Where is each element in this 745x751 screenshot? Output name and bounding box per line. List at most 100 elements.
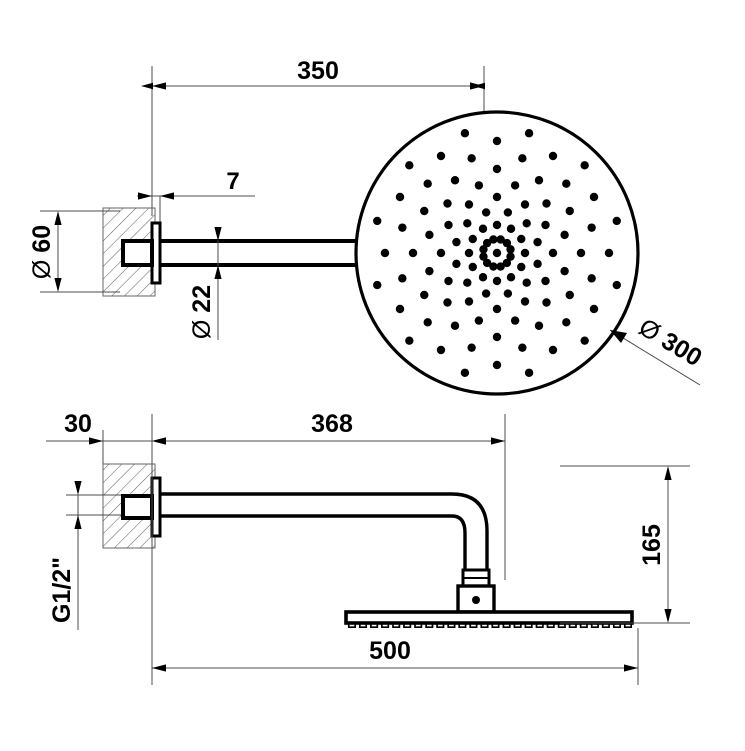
plate-nozzle-bump bbox=[502, 623, 511, 629]
nozzle-dot bbox=[604, 248, 614, 258]
nozzle-dot bbox=[589, 192, 599, 202]
plate-nozzle-bump bbox=[601, 623, 610, 629]
nozzle-dot bbox=[534, 176, 544, 185]
arrowhead bbox=[664, 609, 672, 623]
nozzle-dot bbox=[395, 304, 405, 314]
nozzle-dot bbox=[503, 289, 513, 298]
elbow-bend bbox=[160, 492, 489, 573]
arrowhead bbox=[54, 278, 62, 292]
nozzle-dot bbox=[548, 151, 558, 161]
dimension-label-7: 7 bbox=[226, 168, 239, 195]
nozzle-dot bbox=[576, 248, 586, 258]
nozzle-dot bbox=[548, 248, 558, 258]
nozzle-dot bbox=[517, 234, 526, 244]
arrowhead bbox=[470, 82, 484, 90]
nozzle-dot bbox=[423, 318, 432, 327]
arrowhead bbox=[152, 82, 166, 90]
nozzle-dot bbox=[517, 262, 526, 272]
nozzle-dot bbox=[380, 248, 390, 258]
plate-nozzle-bump bbox=[623, 623, 633, 629]
dimension-diameter-22: Ø 22 bbox=[188, 227, 222, 340]
nozzle-dot bbox=[496, 235, 505, 244]
diameter-symbol: Ø bbox=[188, 320, 216, 339]
nozzle-dot bbox=[482, 258, 492, 268]
nozzle-dot bbox=[506, 245, 515, 254]
plate-nozzle-bumps bbox=[347, 623, 633, 629]
nozzle-dot bbox=[468, 234, 477, 244]
nozzle-dot bbox=[492, 248, 502, 258]
front-view: 350 7 Ø 60 bbox=[28, 57, 707, 396]
plate-nozzle-bump bbox=[447, 623, 456, 629]
plate-nozzle-bump bbox=[513, 623, 522, 629]
nozzle-dot bbox=[506, 273, 516, 282]
nozzle-dot bbox=[395, 192, 405, 202]
nozzle-dot bbox=[464, 200, 474, 209]
nozzle-dot bbox=[443, 199, 452, 208]
nozzle-dot bbox=[492, 276, 502, 286]
dimension-label-diameter-60: Ø 60 bbox=[28, 225, 56, 279]
nozzle-array bbox=[373, 129, 621, 377]
shower-plate bbox=[344, 610, 634, 629]
nozzle-dot bbox=[479, 245, 488, 254]
nozzle-dot bbox=[467, 343, 476, 352]
nozzle-dot bbox=[474, 181, 484, 190]
plate-nozzle-bump bbox=[347, 623, 357, 629]
dimension-label-500: 500 bbox=[369, 637, 411, 665]
plate-nozzle-bump bbox=[579, 623, 588, 629]
arrowhead bbox=[610, 330, 627, 343]
nozzle-dot bbox=[478, 224, 488, 233]
nozzle-dot bbox=[474, 316, 484, 325]
nozzle-dot bbox=[492, 360, 502, 370]
nozzle-dot bbox=[492, 192, 502, 202]
nozzle-dot bbox=[450, 176, 460, 185]
nozzle-dot bbox=[444, 220, 453, 230]
wall-nipple-side bbox=[121, 494, 154, 520]
dimension-368: 368 bbox=[152, 410, 506, 580]
nozzle-dot bbox=[580, 161, 589, 170]
diameter-symbol: Ø bbox=[28, 260, 56, 279]
arrowhead bbox=[214, 227, 222, 241]
arrowhead bbox=[54, 211, 62, 225]
nozzle-dot bbox=[464, 248, 474, 258]
nozzle-dot bbox=[452, 259, 461, 269]
nozzle-dot bbox=[565, 290, 574, 300]
nozzle-dot bbox=[420, 206, 429, 216]
dimension-7: 7 bbox=[137, 168, 255, 226]
plate-nozzle-bump bbox=[381, 623, 390, 629]
nozzle-dot bbox=[522, 219, 531, 228]
plate-nozzle-bump bbox=[568, 623, 577, 629]
nozzle-dot bbox=[450, 321, 460, 330]
plate-nozzle-bump bbox=[590, 623, 599, 629]
nozzle-dot bbox=[481, 289, 491, 298]
nozzle-dot bbox=[460, 368, 470, 377]
nozzle-dot bbox=[373, 216, 382, 226]
nozzle-dot bbox=[506, 252, 515, 261]
plate-nozzle-bump bbox=[557, 623, 566, 629]
arrowhead bbox=[624, 664, 638, 672]
plate-nozzle-bump bbox=[358, 623, 368, 629]
nozzle-dot bbox=[565, 206, 574, 216]
arrowhead bbox=[152, 437, 166, 445]
plate-nozzle-bump bbox=[612, 623, 622, 629]
nozzle-dot bbox=[492, 164, 502, 174]
nozzle-dot bbox=[373, 280, 382, 290]
nozzle-dot bbox=[520, 297, 530, 306]
plate-nozzle-bump bbox=[524, 623, 533, 629]
shower-arm-tube bbox=[160, 239, 360, 267]
arrowhead bbox=[214, 265, 222, 279]
nozzle-dot bbox=[541, 276, 550, 286]
dimension-label-thread-g12: G1/2" bbox=[48, 557, 76, 623]
nozzle-dot bbox=[460, 129, 470, 138]
dimension-label-350: 350 bbox=[297, 57, 339, 85]
arrowhead bbox=[74, 481, 82, 495]
nozzle-dot bbox=[510, 181, 520, 190]
nozzle-dot bbox=[562, 179, 571, 188]
nozzle-dot bbox=[436, 345, 446, 355]
nozzle-dot bbox=[520, 200, 530, 209]
nozzle-dot bbox=[502, 238, 512, 248]
nozzle-dot bbox=[524, 129, 534, 138]
plate-nozzle-bump bbox=[469, 623, 478, 629]
dimension-500: 500 bbox=[151, 441, 639, 685]
arrowhead bbox=[664, 466, 672, 480]
